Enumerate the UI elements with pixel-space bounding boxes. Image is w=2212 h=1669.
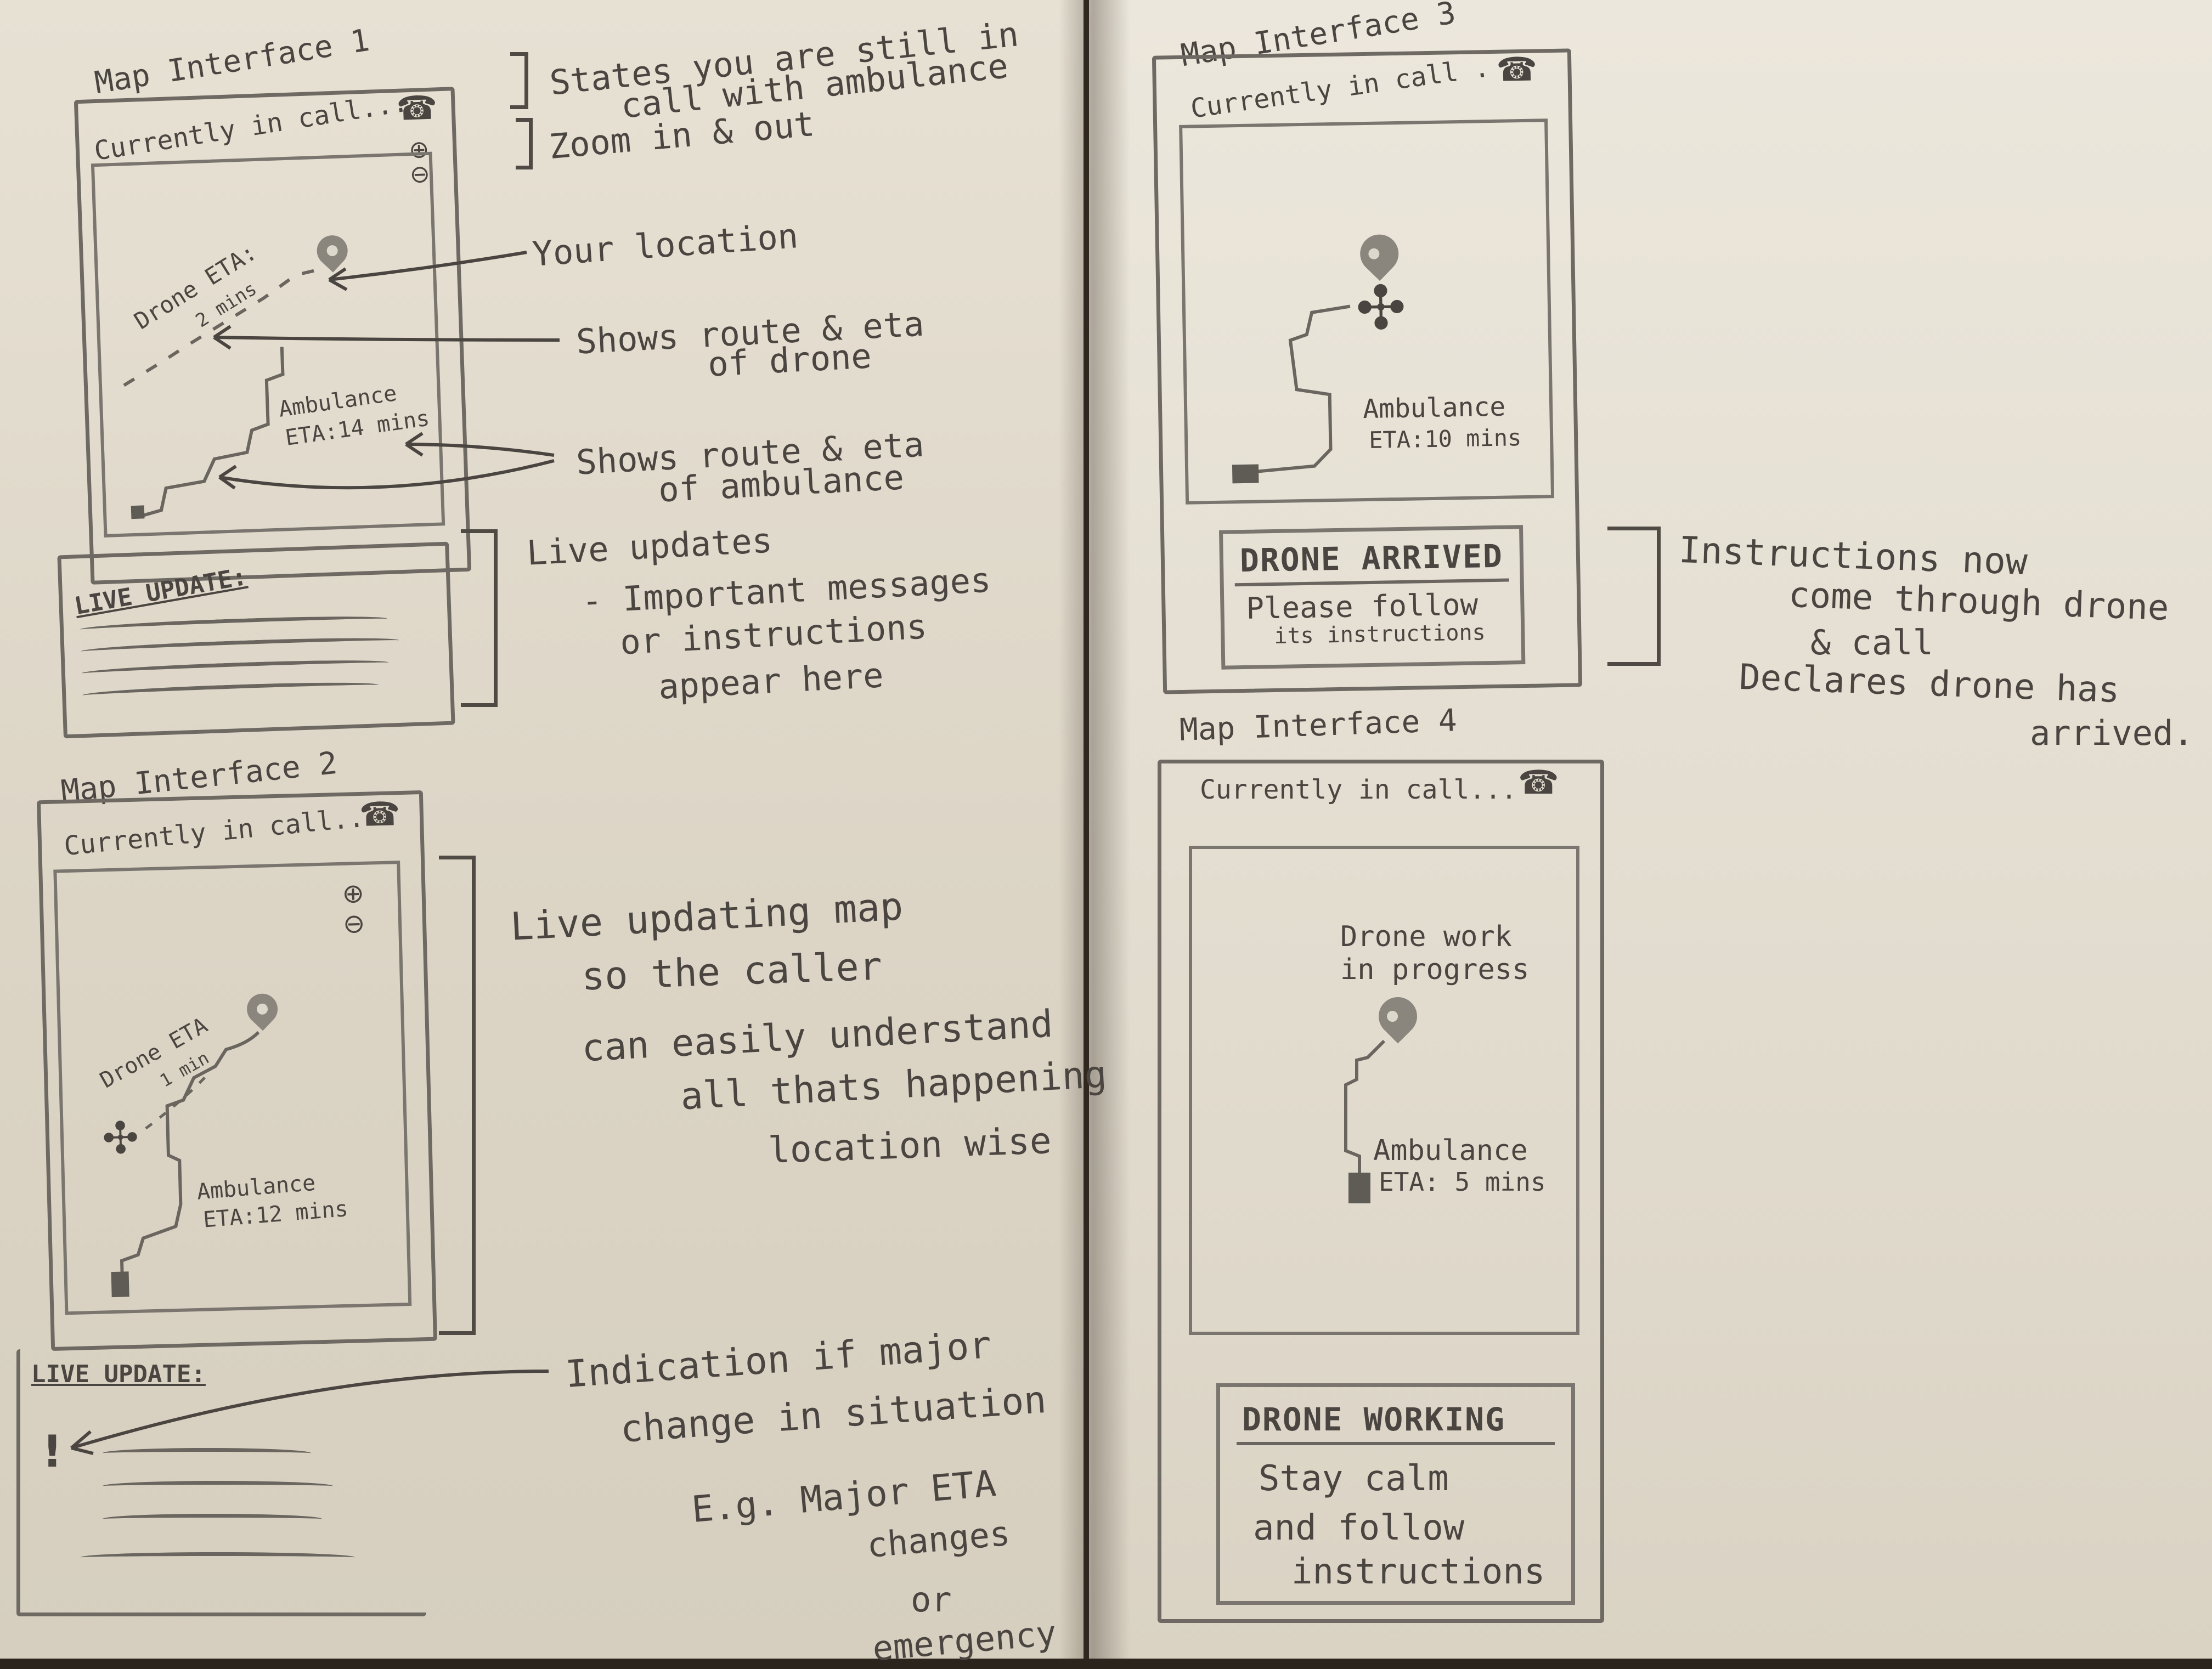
- interface4-work-line1: Drone work: [1340, 920, 1513, 953]
- interface3-phone-frame: Currently in call . ☎ ✣ Ambulance ETA:10…: [1152, 48, 1583, 694]
- ambulance-icon: [111, 1271, 129, 1298]
- update-text-line: [82, 680, 379, 701]
- status-divider: [1234, 578, 1509, 587]
- phone-icon[interactable]: ☎: [1496, 50, 1538, 89]
- interface1-live-update-label: LIVE UPDATE:: [72, 562, 249, 621]
- interface3-route: [1243, 304, 1351, 474]
- phone-icon[interactable]: ☎: [358, 795, 401, 834]
- status-divider: [1237, 1442, 1555, 1445]
- interface4-ambulance-label: Ambulance: [1373, 1134, 1528, 1167]
- interface2-live-update-label: LIVE UPDATE:: [31, 1360, 206, 1388]
- interface2-arrow: [70, 1370, 549, 1455]
- interface4-status-heading: DRONE WORKING: [1242, 1401, 1505, 1438]
- interface4-ambulance-eta: ETA: 5 mins: [1379, 1167, 1546, 1197]
- interface4-status-box: DRONE WORKING Stay calm and follow instr…: [1216, 1383, 1575, 1605]
- map-bracket: [439, 856, 476, 1335]
- live-updates-bracket: [461, 529, 498, 707]
- interface2-phone-frame: Currently in call... ☎ ⊕ ⊖ Drone ETA 1 m…: [36, 790, 438, 1351]
- interface4-phone-frame: Currently in call... ☎ Drone work in pro…: [1158, 760, 1604, 1623]
- interface1-live-update-panel: LIVE UPDATE:: [57, 541, 455, 739]
- left-notebook-page: [0, 0, 1084, 1659]
- interface3-header: Currently in call .: [1188, 52, 1492, 125]
- annotation-instr-5: arrived.: [2030, 713, 2194, 753]
- call-state-bracket: [510, 52, 528, 109]
- interface3-map[interactable]: ✣ Ambulance ETA:10 mins: [1179, 118, 1555, 505]
- right-notebook-page: [1089, 0, 2212, 1659]
- update-text-line: [81, 657, 389, 679]
- interface1-arrows: [213, 251, 560, 490]
- alert-icon: !: [42, 1426, 63, 1477]
- annotation-instr-3: & call: [1810, 623, 1933, 663]
- interface3-status-heading: DRONE ARRIVED: [1239, 537, 1504, 580]
- interface2-live-update-panel: LIVE UPDATE: !: [16, 1349, 426, 1616]
- interface4-map[interactable]: Drone work in progress Ambulance ETA: 5 …: [1189, 846, 1579, 1335]
- update-text-line: [103, 1448, 311, 1458]
- phone-icon[interactable]: ☎: [1518, 763, 1559, 802]
- interface4-route: [1344, 1039, 1386, 1178]
- interface4-status-line1: Stay calm: [1259, 1458, 1449, 1499]
- interface3-status-box: DRONE ARRIVED Please follow its instruct…: [1219, 525, 1526, 670]
- instructions-bracket: [1607, 527, 1661, 666]
- interface4-status-line2: and follow: [1253, 1508, 1465, 1548]
- interface2-header: Currently in call...: [63, 801, 381, 862]
- update-text-line: [80, 613, 388, 635]
- interface2-routes: [120, 1031, 260, 1277]
- notebook-gutter: [1059, 0, 1130, 1659]
- interface1-map[interactable]: Drone ETA: 2 mins Ambulance ETA:14 mins: [91, 151, 445, 538]
- annotation-change-5: or: [911, 1580, 952, 1620]
- interface3-status-line2: its instructions: [1274, 620, 1486, 649]
- update-text-line: [81, 635, 399, 657]
- update-text-line: [103, 1481, 333, 1491]
- interface3-status-line1: Please follow: [1245, 587, 1479, 626]
- interface4-header: Currently in call...: [1200, 774, 1517, 805]
- interface2-map[interactable]: Drone ETA 1 min ✣ Ambulance ETA:12 mins: [53, 861, 412, 1315]
- annotation-drone-route-2: of drone: [707, 336, 873, 384]
- interface4-work-line2: in progress: [1340, 953, 1530, 986]
- interface1-routes: [123, 267, 324, 518]
- interface4-status-line3: instructions: [1291, 1552, 1545, 1592]
- ambulance-icon: [1348, 1173, 1370, 1203]
- update-text-line: [103, 1514, 322, 1524]
- zoom-bracket: [516, 118, 533, 169]
- phone-icon[interactable]: ☎: [396, 88, 438, 128]
- ambulance-icon: [1232, 464, 1259, 484]
- update-text-line: [81, 1552, 355, 1563]
- interface1-phone-frame: Currently in call... ☎ ⊕ ⊖ Drone ETA: 2 …: [74, 87, 472, 585]
